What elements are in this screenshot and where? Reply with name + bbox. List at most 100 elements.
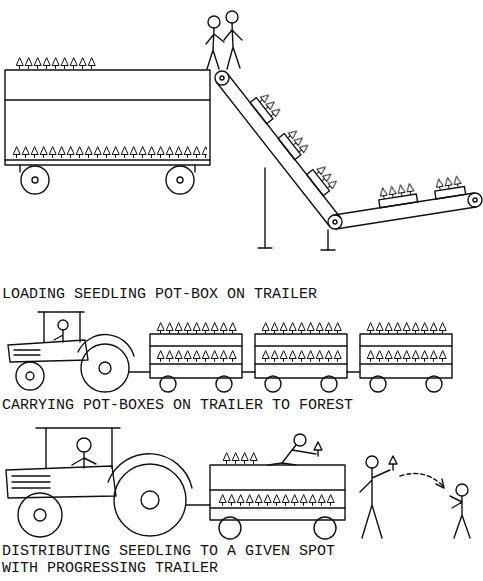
trailer-train-part-part-part xyxy=(366,350,447,362)
conveyor-part xyxy=(258,247,272,248)
tractor-small-part xyxy=(8,340,88,362)
caption: DISTRIBUTING SEEDLING TO A GIVEN SPOT WI… xyxy=(2,543,352,577)
workers-part xyxy=(206,28,224,69)
conveyor-part xyxy=(468,193,482,207)
trailer-3-part xyxy=(218,494,335,506)
trailer-train-part-part-part xyxy=(261,350,342,362)
trailer-train-part-part xyxy=(255,363,347,364)
tractor-small-part xyxy=(79,312,80,342)
trailer-1-part-part xyxy=(12,146,207,158)
trailer-train-part-part xyxy=(150,345,242,346)
conveyor-part xyxy=(327,230,328,250)
trailer-train-part-part xyxy=(265,376,281,392)
conveyor-part xyxy=(220,76,224,80)
worker-on-trailer xyxy=(268,434,322,465)
tractor-small-part xyxy=(16,362,44,390)
trailer-train-part-part xyxy=(255,345,347,346)
workers xyxy=(206,11,242,69)
workers-part xyxy=(224,23,242,69)
tractor-small-part xyxy=(54,330,63,342)
conveyor-part-part-part xyxy=(257,91,283,120)
trailer-train-part-part xyxy=(426,376,442,392)
conveyor-part xyxy=(433,175,466,199)
trailer-train-part-part xyxy=(321,376,337,392)
tractor-large-part xyxy=(12,476,50,488)
caption: LOADING SEEDLING POT-BOX ON TRAILER xyxy=(2,286,472,303)
workers-part xyxy=(226,11,238,23)
trailer-1 xyxy=(5,57,210,194)
trailer-train-part-part xyxy=(360,334,452,378)
trailer-train-part-part xyxy=(156,322,237,334)
tractor-large-part xyxy=(36,427,120,428)
tractor-large-part xyxy=(77,438,91,452)
conveyor xyxy=(215,71,482,250)
trailer-3-part xyxy=(210,507,345,508)
conveyor-part xyxy=(278,126,311,160)
conveyor-part xyxy=(264,168,265,248)
conveyor-part-part-part xyxy=(314,163,340,192)
tractor-large-part xyxy=(18,493,62,537)
trailer-train-part xyxy=(255,322,360,392)
conveyor-part-part xyxy=(434,175,463,191)
trailer-train-part-part xyxy=(156,350,237,362)
worker-handing-part xyxy=(389,456,397,470)
trailer-train-part-part xyxy=(150,363,242,364)
trailer-1-part xyxy=(177,177,183,183)
tractor-small-part xyxy=(26,372,34,380)
trailer-1-part xyxy=(21,166,49,194)
tractor-small-part xyxy=(14,350,40,355)
conveyor-part-part-part xyxy=(434,175,463,191)
worker-on-trailer-part xyxy=(294,434,306,446)
conveyor-part-part xyxy=(285,127,311,156)
conveyor-part xyxy=(250,90,283,124)
throw-arrow-part xyxy=(436,479,444,488)
trailer-train-part-part xyxy=(261,350,342,362)
tractor-large-part xyxy=(111,428,112,468)
worker-on-trailer-part xyxy=(268,445,316,465)
trailer-train-part-part-part xyxy=(156,322,237,334)
trailer-train-part-part xyxy=(150,334,242,378)
conveyor-part xyxy=(307,162,340,196)
trailer-1-part xyxy=(5,159,210,160)
trailer-1-part xyxy=(166,166,194,194)
throw-arrow xyxy=(400,474,444,488)
trailer-train-part-part xyxy=(160,376,176,392)
conveyor-part-part xyxy=(257,91,283,120)
conveyor-part xyxy=(336,207,476,229)
conveyor-part-part xyxy=(378,182,415,199)
trailer-3-part-part xyxy=(222,452,258,464)
worker-on-trailer-part xyxy=(314,442,322,456)
tractor-small-part xyxy=(81,344,129,392)
trailer-1-part xyxy=(12,146,207,158)
trailer-1-part xyxy=(5,70,210,165)
tractor-small-part xyxy=(99,362,111,374)
caption: CARRYING POT-BOXES ON TRAILER TO FOREST xyxy=(2,397,472,414)
trailer-1-part xyxy=(19,165,20,172)
conveyor-part xyxy=(377,182,418,208)
trailer-3-part xyxy=(222,452,258,464)
trailer-train-part-part xyxy=(255,334,347,378)
trailer-train-part-part xyxy=(360,345,452,346)
tractor-small-part xyxy=(38,311,84,312)
trailer-train-part xyxy=(360,322,452,392)
tractor-large xyxy=(6,428,210,537)
conveyor-part xyxy=(228,74,341,218)
trailer-3 xyxy=(210,452,345,539)
conveyor-part-part xyxy=(314,163,340,192)
trailer-train-part-part-part xyxy=(366,322,447,334)
tractor-large-part xyxy=(186,504,210,505)
trailer-train xyxy=(150,322,452,392)
worker-handing xyxy=(360,456,397,538)
worker-handing-part xyxy=(366,456,378,468)
trailer-1-part-part xyxy=(15,57,96,69)
trailer-train-part-part-part xyxy=(261,322,342,334)
trailer-train-part xyxy=(150,322,255,392)
trailer-train-part-part xyxy=(347,371,360,372)
trailer-train-part-part xyxy=(360,363,452,364)
tractor-large-part xyxy=(6,466,116,498)
trailer-1-part xyxy=(32,177,38,183)
tractor-large-part xyxy=(45,428,46,468)
worker-receiving-part xyxy=(456,484,468,496)
trailer-train-part-part xyxy=(261,322,342,334)
tractor-large-part xyxy=(141,491,159,509)
